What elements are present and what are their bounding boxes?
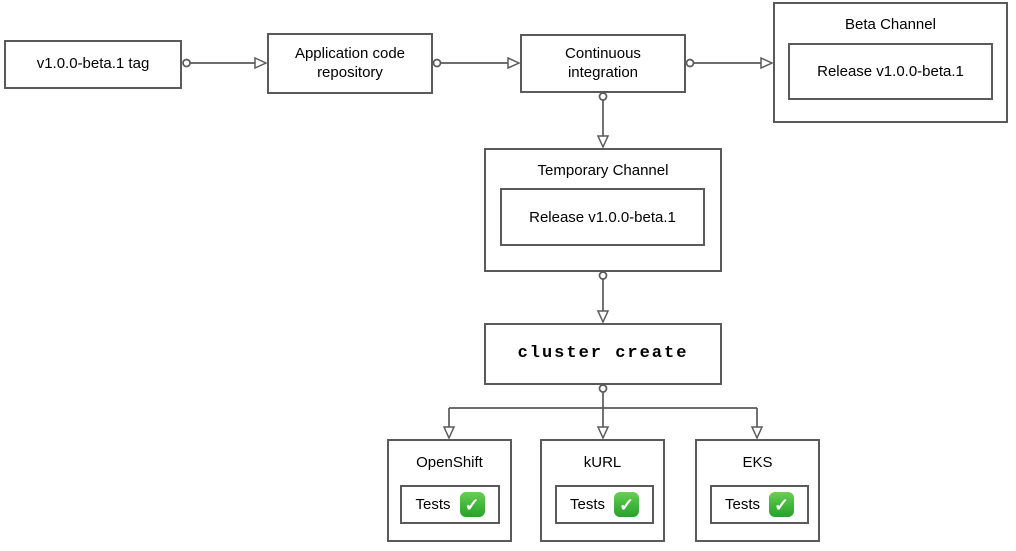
tests-label: Tests: [415, 496, 451, 513]
tests-label: Tests: [724, 496, 760, 513]
port-dot: [685, 58, 695, 68]
node-continuous-integration: Continuous integration: [520, 34, 686, 93]
arrowhead-icon: [596, 310, 610, 324]
port-dot: [598, 92, 608, 101]
node-version-tag-label: v1.0.0-beta.1 tag: [36, 55, 150, 73]
node-temporary-release: Release v1.0.0-beta.1: [500, 188, 705, 246]
port-dot: [598, 384, 608, 393]
node-kurl-tests: Tests ✓: [555, 485, 654, 524]
node-cluster-eks: EKS Tests ✓: [695, 439, 820, 542]
node-beta-channel-title: Beta Channel: [845, 16, 936, 33]
node-continuous-integration-label: Continuous integration: [565, 44, 641, 81]
node-app-code-repository-label: Application code repository: [294, 44, 406, 81]
port-dot: [432, 58, 442, 68]
port-dot: [182, 58, 191, 68]
node-cluster-kurl: kURL Tests ✓: [540, 439, 665, 542]
node-cluster-eks-title: EKS: [742, 454, 773, 471]
node-app-code-repository: Application code repository: [267, 33, 433, 94]
node-beta-release: Release v1.0.0-beta.1: [788, 43, 993, 100]
arrowhead-icon: [760, 56, 774, 70]
check-icon: ✓: [769, 492, 794, 517]
check-icon: ✓: [614, 492, 639, 517]
node-cluster-openshift-title: OpenShift: [416, 454, 483, 471]
node-version-tag: v1.0.0-beta.1 tag: [4, 40, 182, 89]
node-temporary-channel-title: Temporary Channel: [537, 162, 669, 179]
arrowhead-icon: [507, 56, 521, 70]
node-cluster-kurl-title: kURL: [583, 454, 622, 471]
arrowhead-icon: [596, 426, 610, 440]
node-cluster-openshift: OpenShift Tests ✓: [387, 439, 512, 542]
check-icon: ✓: [459, 492, 485, 517]
node-temporary-release-label: Release v1.0.0-beta.1: [529, 208, 676, 226]
arrowhead-icon: [254, 56, 268, 70]
arrowhead-icon: [442, 426, 456, 440]
node-cluster-create: cluster create: [484, 323, 722, 385]
node-temporary-channel: Temporary Channel Release v1.0.0-beta.1: [484, 148, 722, 272]
node-openshift-tests: Tests ✓: [400, 485, 500, 524]
node-beta-channel: Beta Channel Release v1.0.0-beta.1: [773, 2, 1008, 123]
node-eks-tests: Tests ✓: [710, 485, 809, 524]
port-dot: [598, 271, 608, 280]
arrowhead-icon: [750, 426, 764, 440]
arrowhead-icon: [596, 135, 610, 149]
node-cluster-create-label: cluster create: [517, 344, 689, 364]
tests-label: Tests: [569, 496, 605, 513]
node-beta-release-label: Release v1.0.0-beta.1: [817, 63, 964, 80]
